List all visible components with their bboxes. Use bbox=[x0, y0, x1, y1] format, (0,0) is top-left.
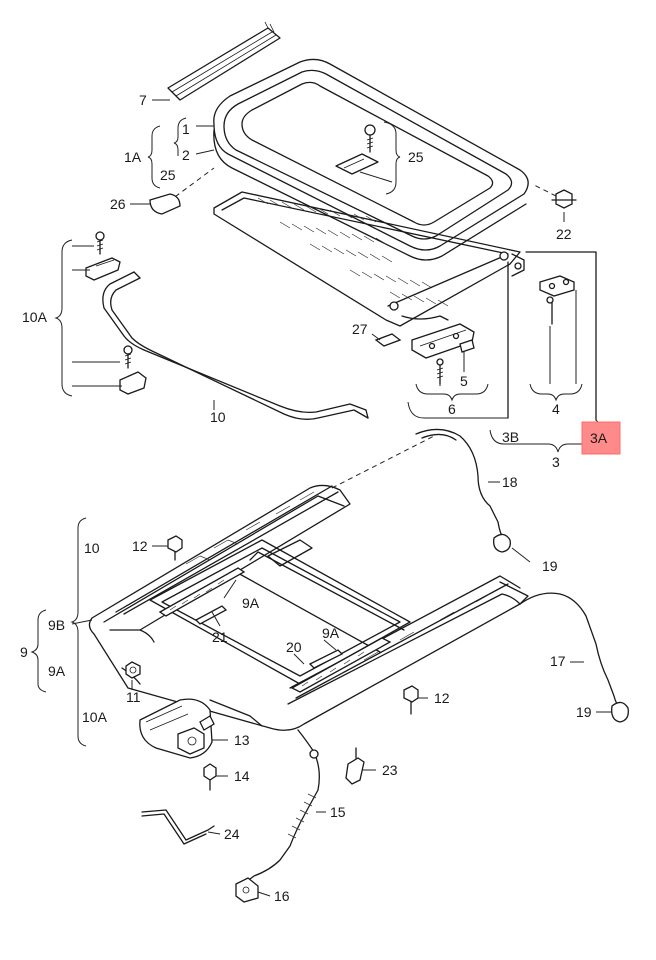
part-labels: 7 1A 1 2 25 25 26 22 10A 10 27 5 6 4 3B … bbox=[20, 92, 608, 904]
bracket-lines-bottom bbox=[30, 517, 87, 747]
clip-23-part bbox=[345, 747, 365, 785]
seal-strip-part bbox=[167, 21, 281, 101]
label-16: 16 bbox=[274, 888, 290, 904]
sunroof-frame-part bbox=[88, 484, 529, 731]
motor-13-part bbox=[139, 698, 215, 759]
label-15: 15 bbox=[330, 804, 346, 820]
label-19-bottom: 19 bbox=[576, 704, 592, 720]
label-21: 21 bbox=[212, 629, 228, 645]
bolt-12-part bbox=[167, 535, 419, 715]
label-6: 6 bbox=[448, 401, 456, 417]
label-13: 13 bbox=[234, 732, 250, 748]
label-19-top: 19 bbox=[542, 558, 558, 574]
label-4: 4 bbox=[552, 401, 560, 417]
label-1A: 1A bbox=[124, 149, 142, 165]
sunshade-frame-part bbox=[213, 191, 525, 327]
label-9A-upper: 9A bbox=[242, 595, 260, 611]
label-10-top: 10 bbox=[210, 409, 226, 425]
label-9: 9 bbox=[20, 644, 28, 660]
label-22: 22 bbox=[556, 226, 572, 242]
label-10A-bottom: 10A bbox=[82, 709, 108, 725]
bracket-assembly-part bbox=[374, 323, 475, 385]
label-27: 27 bbox=[352, 321, 368, 337]
label-25-right: 25 bbox=[408, 149, 424, 165]
label-2: 2 bbox=[182, 147, 190, 163]
leader-lines-top bbox=[130, 99, 617, 441]
bolt-part-22 bbox=[531, 183, 577, 209]
bracket-lines bbox=[54, 117, 619, 453]
label-12-bottom: 12 bbox=[434, 690, 450, 706]
highlight-3A-box bbox=[581, 421, 621, 455]
bracket-10A-part bbox=[85, 231, 147, 395]
label-14: 14 bbox=[234, 768, 250, 784]
label-12-top: 12 bbox=[132, 538, 148, 554]
sunshade-slats bbox=[257, 197, 449, 307]
drive-cable-15-part bbox=[245, 729, 320, 883]
cap-part bbox=[149, 193, 181, 215]
label-5: 5 bbox=[460, 373, 468, 389]
screw-14-part bbox=[203, 763, 217, 791]
label-24: 24 bbox=[224, 826, 240, 842]
label-9A-lower: 9A bbox=[322, 625, 340, 641]
label-1: 1 bbox=[182, 121, 190, 137]
label-9A-left: 9A bbox=[48, 663, 66, 679]
label-23: 23 bbox=[382, 762, 398, 778]
label-20: 20 bbox=[286, 639, 302, 655]
connector-16-part bbox=[235, 877, 259, 903]
label-7: 7 bbox=[139, 92, 147, 108]
label-11: 11 bbox=[126, 689, 141, 705]
label-25-left: 25 bbox=[160, 167, 176, 183]
label-10-mid: 10 bbox=[84, 540, 100, 556]
crank-24-part bbox=[141, 809, 215, 845]
label-17: 17 bbox=[550, 653, 566, 669]
drive-cable-17-part bbox=[519, 592, 629, 723]
label-26: 26 bbox=[110, 196, 126, 212]
leader-lines-bottom bbox=[71, 545, 612, 897]
guide-rail-top-part bbox=[102, 271, 369, 420]
nut-11-part bbox=[125, 661, 141, 679]
glass-panel-part bbox=[213, 58, 529, 261]
label-9B: 9B bbox=[48, 617, 65, 633]
label-18: 18 bbox=[502, 474, 518, 490]
label-3: 3 bbox=[552, 454, 560, 470]
label-10A-top: 10A bbox=[22, 309, 48, 325]
label-3B: 3B bbox=[502, 429, 519, 445]
glass-screw-part bbox=[335, 124, 393, 183]
drive-cable-18-part bbox=[415, 428, 531, 563]
bracket-4-part bbox=[539, 275, 575, 325]
label-3A: 3A bbox=[590, 430, 608, 446]
cable-guide-part bbox=[507, 251, 597, 421]
